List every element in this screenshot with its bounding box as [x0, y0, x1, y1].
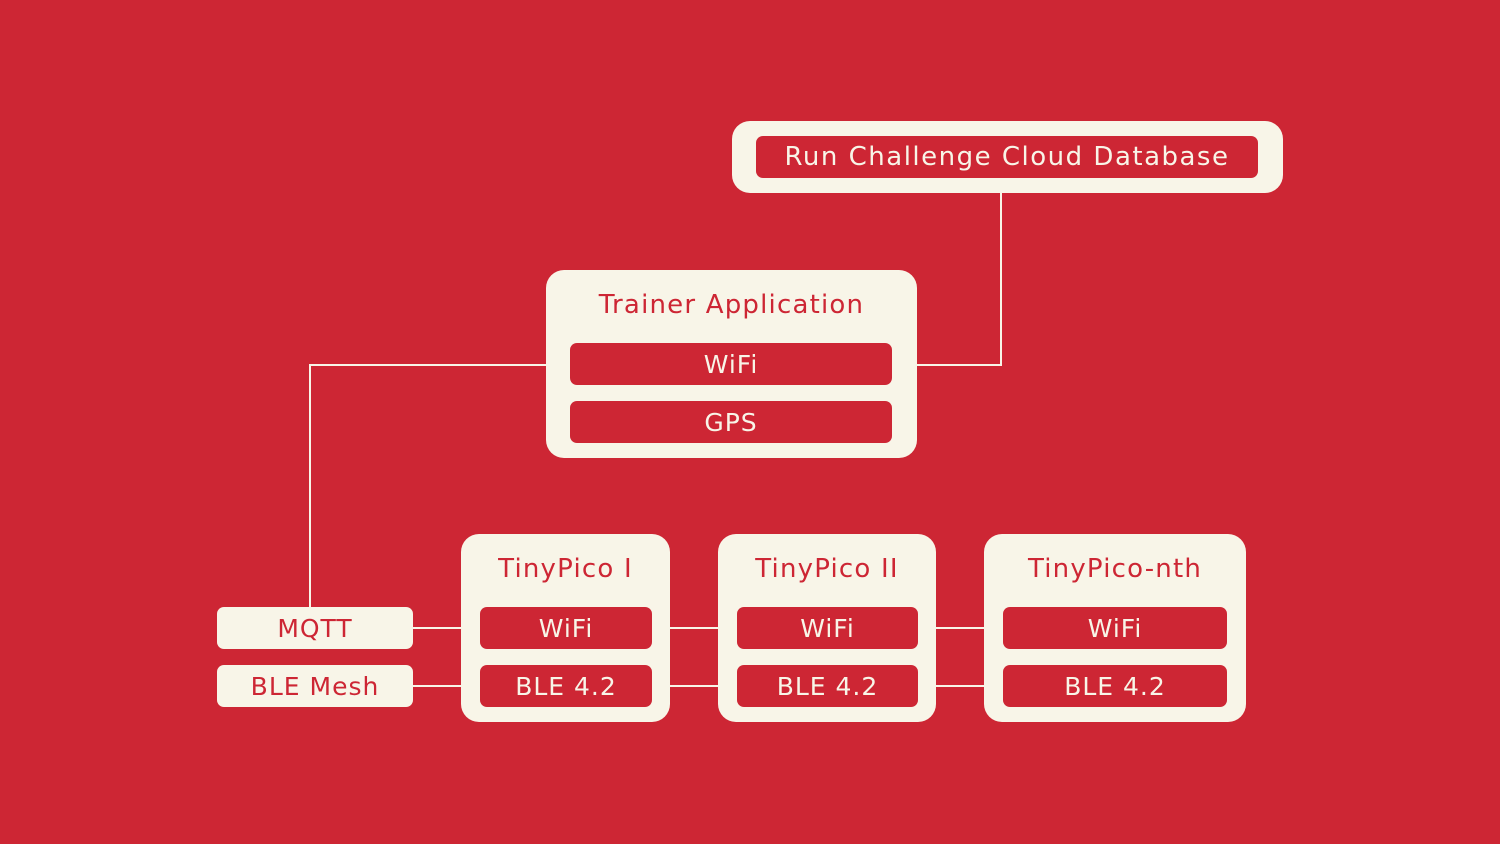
device-ble-chip: BLE 4.2: [1003, 665, 1227, 707]
device-title: TinyPico-nth: [1027, 554, 1203, 584]
trainer-gps-chip: GPS: [570, 401, 892, 443]
cloud-database-node: Run Challenge Cloud Database: [732, 121, 1283, 193]
device-ble-chip: BLE 4.2: [737, 665, 918, 707]
device-wifi-chip: WiFi: [480, 607, 652, 649]
trainer-application-title: Trainer Application: [598, 290, 865, 320]
device-wifi-chip: WiFi: [737, 607, 918, 649]
device-node-tinypico-1: TinyPico I WiFi BLE 4.2: [461, 534, 670, 722]
device-wifi-chip: WiFi: [1003, 607, 1227, 649]
device-node-tinypico-nth: TinyPico-nth WiFi BLE 4.2: [984, 534, 1246, 722]
cloud-database-label: Run Challenge Cloud Database: [756, 136, 1258, 178]
device-node-tinypico-2: TinyPico II WiFi BLE 4.2: [718, 534, 936, 722]
connector-blemesh-device1: [412, 685, 462, 687]
device-ble-chip: BLE 4.2: [480, 665, 652, 707]
device-title: TinyPico II: [755, 554, 899, 584]
connector-ble-d2-d3: [935, 685, 985, 687]
connector-cloud-vertical: [1000, 192, 1002, 366]
connector-wifi-d2-d3: [935, 627, 985, 629]
trainer-wifi-chip: WiFi: [570, 343, 892, 385]
connector-mqtt-vertical: [309, 364, 311, 608]
connector-trainer-horizontal: [309, 364, 547, 366]
connector-mqtt-device1: [412, 627, 462, 629]
mqtt-label: MQTT: [217, 607, 413, 649]
connector-ble-d1-d2: [669, 685, 719, 687]
device-title: TinyPico I: [498, 554, 633, 584]
ble-mesh-label: BLE Mesh: [217, 665, 413, 707]
trainer-application-node: Trainer Application WiFi GPS: [546, 270, 917, 458]
connector-cloud-horizontal: [916, 364, 1002, 366]
connector-wifi-d1-d2: [669, 627, 719, 629]
